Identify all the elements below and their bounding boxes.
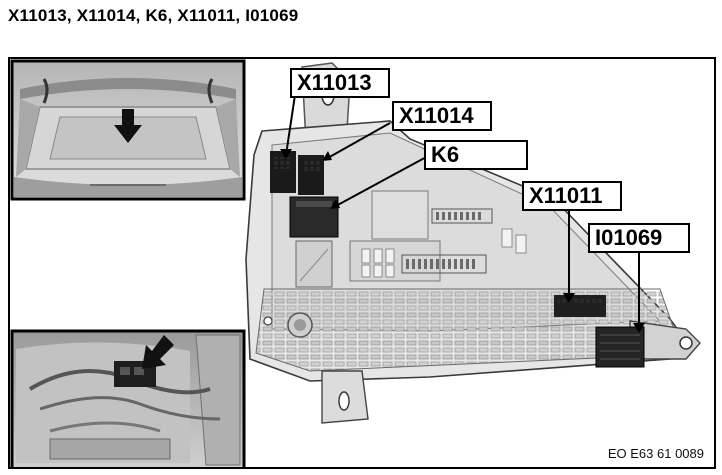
control-module-diagram [245,62,701,424]
callout-i01069: I01069 [588,223,690,253]
location-detail-inset [10,329,246,467]
callout-x11013: X11013 [290,68,390,98]
down-arrow-icon [114,109,142,143]
page-title: X11013, X11014, K6, X11011, I01069 [8,6,299,25]
leader-lines [285,94,640,329]
leader-arrowheads [280,149,645,333]
component-location-figure: X11013 X11014 K6 X11011 I01069 EO E63 61… [8,57,716,469]
callout-x11014: X11014 [392,101,492,131]
callout-k6: K6 [424,140,528,170]
figure-illustration [10,59,701,467]
callout-x11011: X11011 [522,181,622,211]
figure-reference-code: EO E63 61 0089 [607,446,704,461]
diagonal-arrow-icon [142,335,174,369]
